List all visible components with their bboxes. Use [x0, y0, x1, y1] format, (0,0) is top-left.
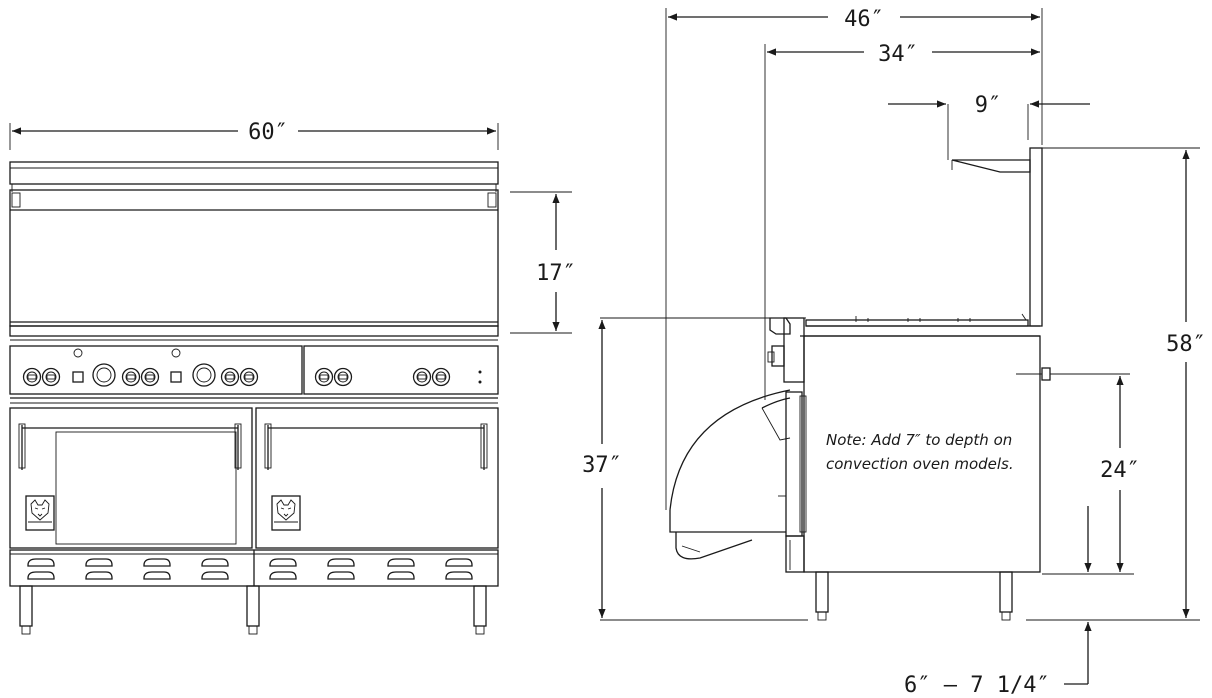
overall-height-dimension: 58″ — [1042, 147, 1206, 618]
overall-depth-dimension: 46″ — [665, 7, 1043, 510]
front-view: 60″ — [9, 120, 576, 635]
left-control-panel — [9, 345, 303, 395]
width-label: 60″ — [248, 120, 288, 145]
side-backsplash — [1029, 147, 1043, 327]
top-shelf — [9, 161, 499, 185]
convection-note: Note: Add 7″ to depth on convection oven… — [826, 431, 1014, 473]
side-view: 46″ 34″ 9″ — [582, 7, 1206, 698]
note-line-1: Note: Add 7″ to depth on — [826, 431, 1012, 449]
side-rear-leg — [999, 571, 1013, 613]
body-depth-label: 34″ — [878, 42, 918, 67]
side-shelf — [951, 159, 1031, 173]
knob-pair-1[interactable] — [22, 367, 61, 387]
range-body — [803, 335, 1041, 573]
note-line-2: convection oven models. — [826, 455, 1014, 473]
counter-height-label: 37″ — [582, 453, 622, 478]
counter-height-dimension: 37″ — [582, 320, 622, 618]
gas-height-dimension: 24″ — [1100, 376, 1140, 572]
cooktop-rail — [9, 325, 499, 337]
open-oven-door — [669, 389, 807, 560]
leg-label: 6″ – 7 1/4″ — [904, 673, 1050, 698]
backsplash-label: 17″ — [536, 261, 576, 286]
body-depth-dimension: 34″ — [764, 42, 1040, 400]
right-wolf-logo — [271, 495, 301, 531]
shelf-dimension: 9″ — [888, 93, 1090, 160]
leg-dimension: 6″ – 7 1/4″ — [904, 506, 1092, 698]
gas-height-label: 24″ — [1100, 458, 1140, 483]
knob-pair-4[interactable] — [314, 367, 353, 387]
knob-pair-5[interactable] — [412, 367, 451, 387]
left-oven-door[interactable] — [9, 407, 253, 549]
oven-window — [55, 431, 237, 545]
left-wolf-logo — [25, 495, 55, 531]
knob-pair-2[interactable] — [121, 367, 160, 387]
width-dimension: 60″ — [9, 120, 499, 150]
right-control-panel — [303, 345, 499, 395]
knob-pair-3[interactable] — [220, 367, 259, 387]
overall-depth-label: 46″ — [844, 7, 884, 32]
front-legs — [19, 585, 487, 635]
backsplash-dimension: 17″ — [510, 191, 576, 334]
overall-height-label: 58″ — [1166, 332, 1206, 357]
right-oven-door[interactable] — [255, 407, 499, 549]
shelf-label: 9″ — [975, 93, 1002, 118]
side-front-leg — [815, 571, 829, 613]
